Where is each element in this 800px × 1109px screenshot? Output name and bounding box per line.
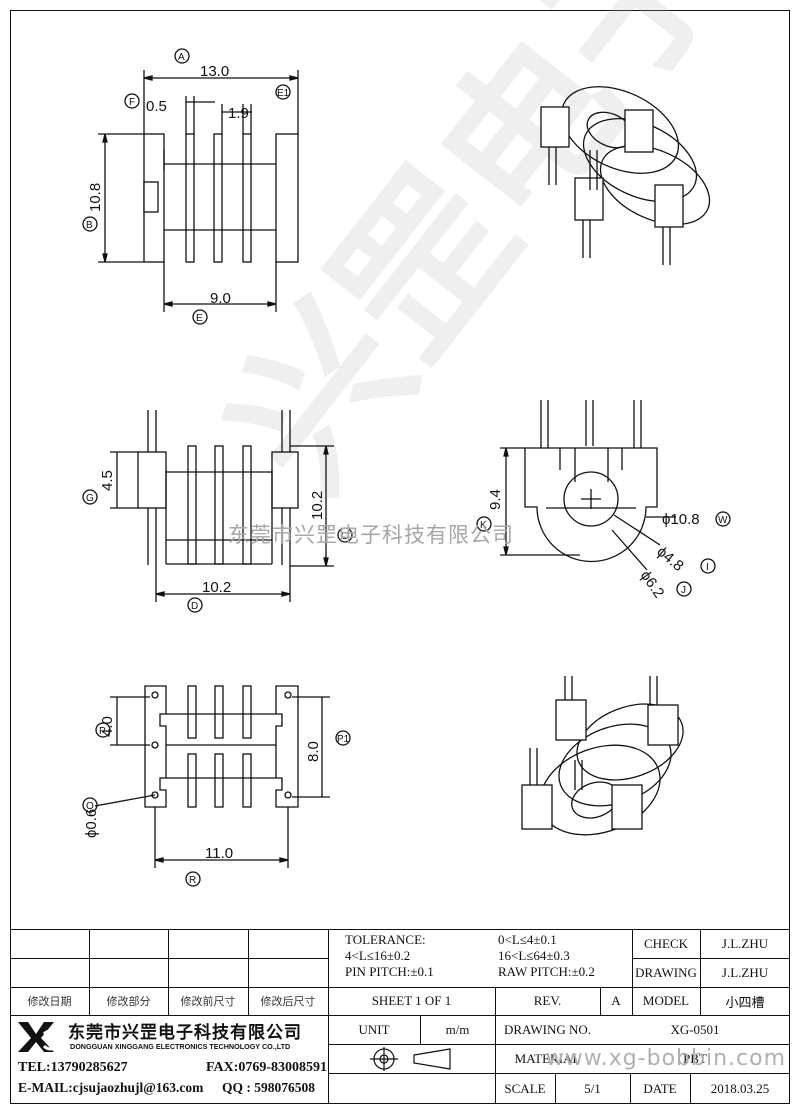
side-view (82, 410, 353, 613)
circle-P: P (99, 726, 106, 737)
dim-1-9: 1.9 (228, 105, 249, 122)
dim-d10-8: ϕ10.8 (662, 511, 700, 528)
circle-R: R (189, 875, 196, 886)
watermark-company-line: 东莞市兴罡电子科技有限公司 (228, 523, 514, 547)
check-value: J.L.ZHU (721, 935, 769, 951)
dim-10-8: 10.8 (87, 183, 104, 212)
drawing-no-label: DRAWING NO. (503, 1021, 592, 1037)
circle-A: A (178, 52, 185, 63)
raw-pitch: RAW PITCH:±0.2 (498, 964, 595, 979)
front-view (82, 48, 299, 325)
dim-13: 13.0 (200, 63, 229, 80)
drawing-no-value: XG-0501 (670, 1021, 720, 1037)
material-value: PBT (683, 1050, 707, 1066)
tolerance-label: TOLERANCE: (345, 932, 426, 947)
rev-part-label: 修改部分 (106, 995, 151, 1008)
iso-view-top (540, 86, 711, 265)
circle-P1: P1 (337, 734, 350, 745)
dim-d6-2: ϕ6.2 (637, 568, 668, 602)
qq: QQ : 598076508 (222, 1080, 315, 1095)
bottom-view (82, 685, 351, 887)
dim-4-0: 4.0 (99, 716, 116, 737)
iso-view-bottom (521, 676, 684, 836)
model-label: MODEL (642, 993, 690, 1008)
tolerance-2: 4<L≤16±0.2 (345, 948, 411, 963)
circle-G: G (86, 493, 94, 504)
circle-C: C (341, 531, 348, 542)
circle-D: D (191, 601, 198, 612)
technical-drawing: 13.0 0.5 1.9 10.8 9.0 4.5 10.2 10.2 9.4 … (82, 48, 731, 887)
unit-value: m/m (445, 1021, 470, 1037)
dim-d4-8: ϕ4.8 (653, 543, 686, 575)
circle-K: K (480, 520, 487, 531)
dim-0-5: 0.5 (146, 98, 167, 115)
material-label: MATERIAL (514, 1050, 581, 1066)
rev-label: REV. (533, 993, 562, 1008)
circle-E1: E1 (277, 88, 290, 99)
company-name-cn: 东莞市兴罡电子科技有限公司 (68, 1022, 302, 1043)
dim-9-4: 9.4 (487, 489, 504, 510)
sheet-info: SHEET 1 OF 1 (371, 993, 452, 1008)
fax: FAX:0769-83008591 (206, 1060, 328, 1075)
watermark-url: www.xg-bobbin.com (545, 1046, 786, 1071)
date-label: DATE (643, 1080, 677, 1096)
dim-10-2-h: 10.2 (202, 579, 231, 596)
tolerance-1: 0<L≤4±0.1 (498, 932, 557, 947)
tel: TEL:13790285627 (18, 1060, 128, 1075)
company-logo (16, 1020, 62, 1054)
model-value: 小四槽 (725, 995, 765, 1011)
check-label: CHECK (643, 935, 689, 951)
circle-J: J (681, 585, 686, 596)
circle-W: W (718, 515, 728, 526)
rev-before-label: 修改前尺寸 (180, 995, 236, 1008)
rev-date-label: 修改日期 (27, 995, 72, 1008)
drawing-frame (10, 10, 790, 1104)
projection-symbol (340, 1047, 480, 1071)
scale-label: SCALE (504, 1080, 546, 1096)
dim-11: 11.0 (205, 845, 233, 862)
tolerance-3: 16<L≤64±0.3 (498, 948, 570, 963)
scale-value: 5/1 (584, 1080, 601, 1096)
dim-10-2-v: 10.2 (309, 491, 326, 520)
rev-value: A (611, 993, 621, 1008)
dim-8-0: 8.0 (305, 741, 322, 762)
unit-label: UNIT (358, 1021, 390, 1037)
date-value: 2018.03.25 (710, 1080, 770, 1096)
pin-pitch: PIN PITCH:±0.1 (345, 964, 434, 979)
circle-F: F (129, 97, 135, 108)
email: E-MAIL:cjsujaozhujl@163.com (18, 1080, 204, 1095)
end-view (476, 400, 731, 597)
title-block: 修改日期 修改部分 修改前尺寸 修改后尺寸 TOLERANCE: 4<L≤16±… (10, 929, 790, 1104)
circle-I: I (706, 562, 709, 573)
company-name-en: DONGGUAN XINGGANG ELECTRONICS TECHNOLOGY… (70, 1041, 291, 1051)
circle-O: O (86, 801, 94, 812)
drawing-value: J.L.ZHU (721, 964, 769, 980)
dim-4-5: 4.5 (99, 470, 116, 491)
circle-E: E (196, 313, 203, 324)
dim-9: 9.0 (210, 290, 231, 307)
drawing-label: DRAWING (635, 964, 697, 980)
circle-B: B (86, 220, 93, 231)
dim-d0-6: ϕ0.6 (83, 809, 100, 838)
rev-after-label: 修改后尺寸 (260, 995, 316, 1008)
